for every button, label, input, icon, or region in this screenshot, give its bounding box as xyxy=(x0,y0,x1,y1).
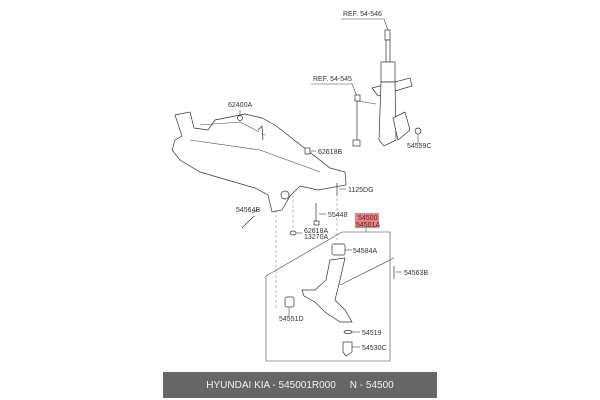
part-label-62618B: 62618B xyxy=(318,149,342,156)
stabilizer-link xyxy=(311,83,377,147)
crossmember xyxy=(171,110,347,213)
part-label-62400A: 62400A xyxy=(228,102,252,109)
part-label-54584A: 54584A xyxy=(353,248,377,255)
lower-control-arm xyxy=(284,243,395,357)
part-label-54559C: 54559C xyxy=(407,143,432,150)
part-label-55448: 55448 xyxy=(328,212,348,219)
part-label-54500: 54500 xyxy=(358,215,378,222)
part-label-54564B: 54564B xyxy=(236,207,260,214)
brand-part-number: HYUNDAI KIA - 545001R000 xyxy=(206,379,336,391)
part-label-13270A: 13270A xyxy=(304,234,328,241)
part-label-54530C: 54530C xyxy=(362,345,387,352)
part-label-54501A: 54501A xyxy=(356,222,380,229)
part-label-1125DG: 1125DG xyxy=(348,187,374,194)
part-label-54563B: 54563B xyxy=(404,270,428,277)
ref-label-54-546: REF. 54-546 xyxy=(343,11,382,18)
highlight-box xyxy=(355,213,379,228)
part-number-banner: HYUNDAI KIA - 545001R000 N - 54500 xyxy=(163,372,437,398)
assembly-box xyxy=(265,231,391,362)
strut-assembly xyxy=(341,18,422,147)
fasteners xyxy=(241,147,402,279)
catalog-number: N - 54500 xyxy=(349,379,394,391)
part-label-54551D: 54551D xyxy=(279,316,304,323)
part-label-54519: 54519 xyxy=(362,330,382,337)
ref-label-54-545: REF. 54-545 xyxy=(313,76,352,83)
part-label-62618A: 62618A xyxy=(304,228,328,235)
